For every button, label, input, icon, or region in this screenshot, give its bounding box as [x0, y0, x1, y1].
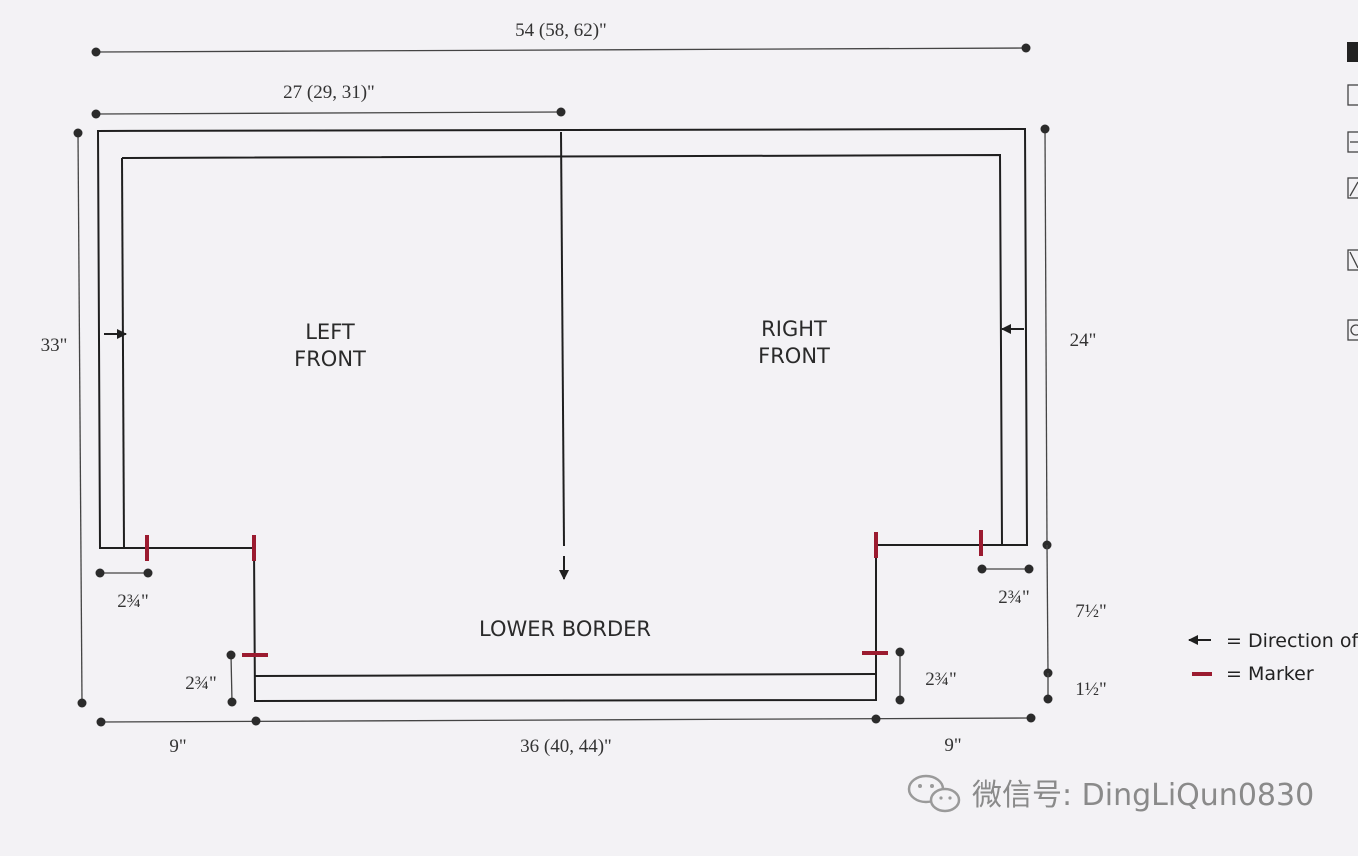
- dimension-labels: 54 (58, 62)" 27 (29, 31)" 33" 24" 2¾" 2¾…: [41, 20, 1107, 757]
- dimension-lines: [73, 43, 1053, 727]
- right-edge-label: 2¾": [998, 587, 1030, 608]
- cropped-symbol-column: [1347, 42, 1358, 341]
- square-symbol-icon: [1347, 84, 1358, 106]
- garment-outline: [96, 127, 1029, 703]
- left-edge-label: 2¾": [117, 591, 149, 612]
- border-width-label: 36 (40, 44)": [520, 736, 612, 757]
- left-front-label-line1: LEFT: [305, 320, 355, 344]
- border-height-label: 7½": [1075, 601, 1107, 622]
- right-tab-label: 2¾": [925, 669, 957, 690]
- square-slash-symbol-icon: [1347, 177, 1358, 199]
- front-height-label: 24": [1070, 330, 1097, 351]
- legend-marker-text: = Marker: [1226, 663, 1314, 685]
- total-height-label: 33": [41, 335, 68, 356]
- band-height-label: 1½": [1075, 679, 1107, 700]
- right-front-label-line1: RIGHT: [761, 317, 827, 341]
- watermark: 微信号: DingLiQun0830: [907, 774, 1314, 813]
- lower-border-label: LOWER BORDER: [479, 617, 651, 641]
- half-width-label: 27 (29, 31)": [283, 82, 375, 103]
- right-offset-label: 9": [944, 735, 961, 756]
- cropped-letter: [1347, 42, 1358, 62]
- watermark-text: 微信号: DingLiQun0830: [972, 778, 1314, 813]
- square-cross-symbol-icon: [1347, 249, 1358, 271]
- legend: = Direction of = Marker: [1188, 630, 1358, 685]
- left-offset-label: 9": [169, 736, 186, 757]
- left-tab-label: 2¾": [185, 673, 217, 694]
- left-front-label-line2: FRONT: [294, 347, 366, 371]
- right-front-label-line2: FRONT: [758, 344, 830, 368]
- wechat-logo-icon: [907, 774, 961, 813]
- markers: [145, 530, 983, 657]
- section-labels: LEFT FRONT RIGHT FRONT LOWER BORDER: [294, 317, 830, 641]
- total-width-label: 54 (58, 62)": [515, 20, 607, 41]
- legend-direction-text: = Direction of: [1226, 630, 1358, 652]
- direction-arrows: [104, 324, 1024, 580]
- square-dash-symbol-icon: [1347, 131, 1358, 153]
- square-circle-symbol-icon: [1347, 319, 1358, 341]
